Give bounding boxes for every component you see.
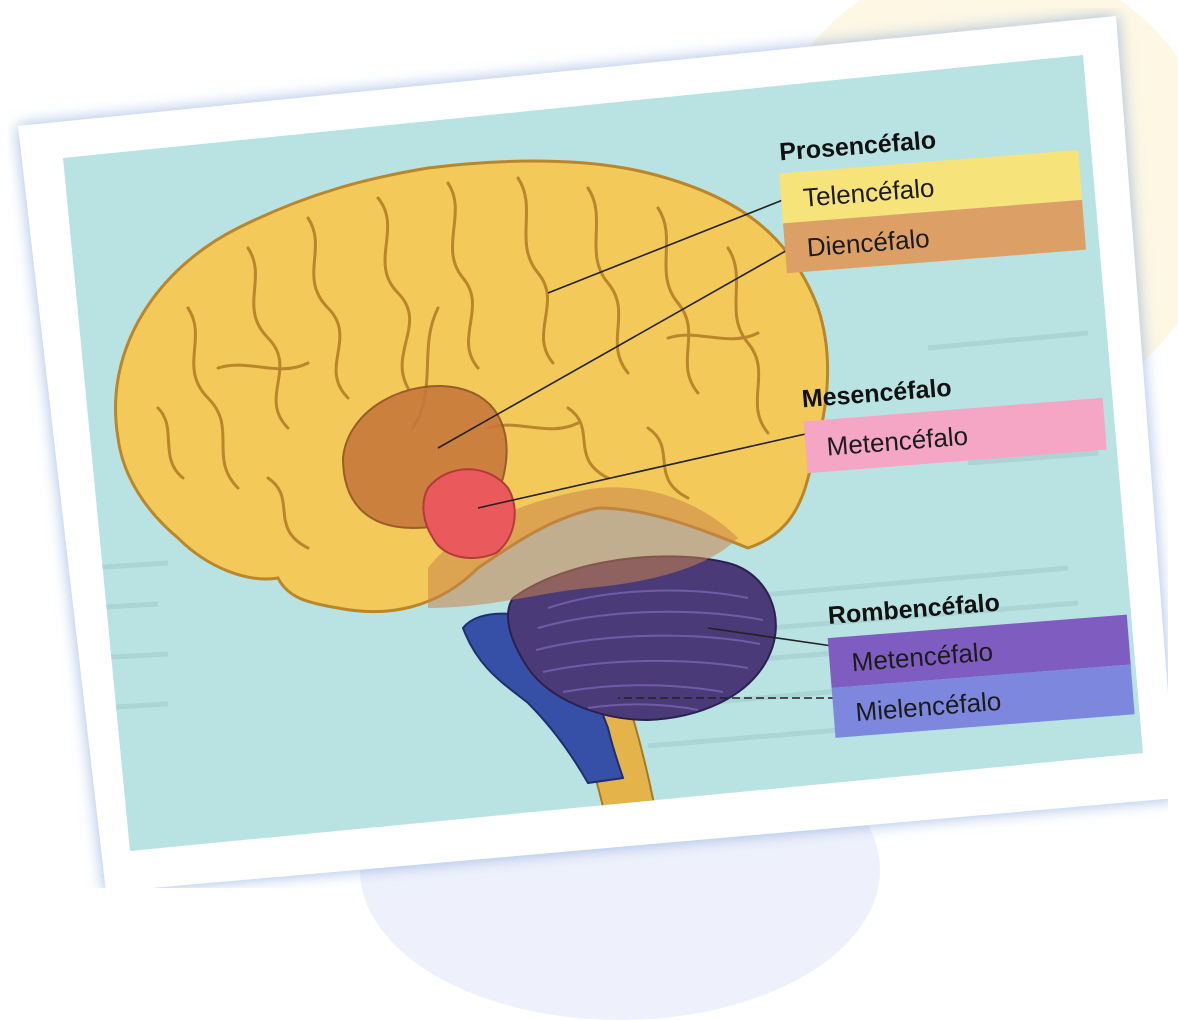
label-column: Prosencéfalo Telencéfalo Diencéfalo Mese… — [776, 114, 1134, 739]
brain-diagram: Prosencéfalo Telencéfalo Diencéfalo Mese… — [8, 8, 1168, 888]
midbrain-region — [423, 469, 514, 558]
diagram-card: Prosencéfalo Telencéfalo Diencéfalo Mese… — [8, 8, 1168, 888]
